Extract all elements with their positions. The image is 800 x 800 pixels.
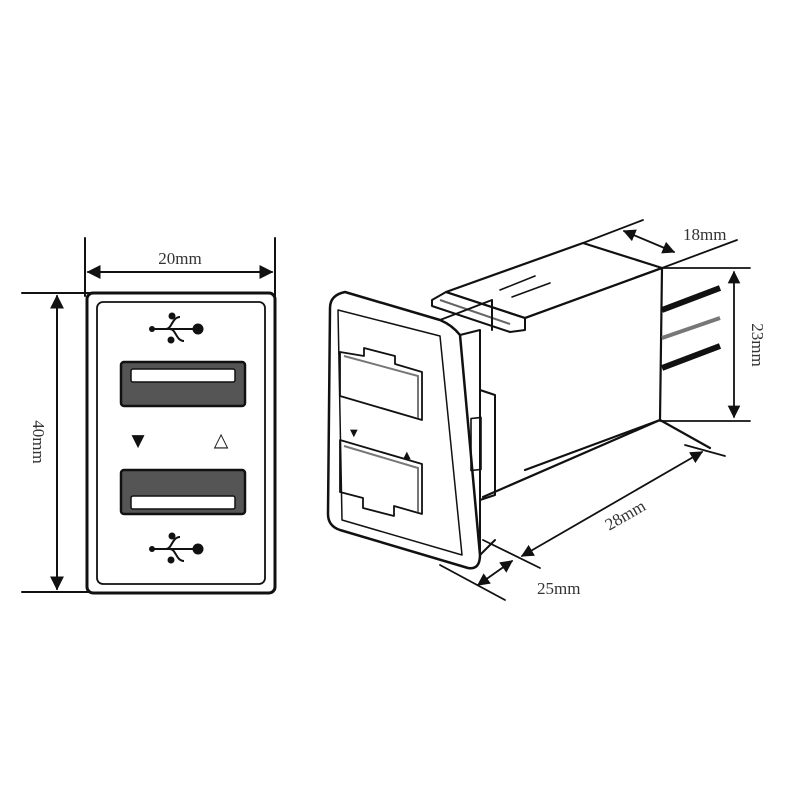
width-dimension: 20mm bbox=[84, 237, 276, 297]
iso-height-label: 23mm bbox=[748, 323, 767, 366]
usb-icon bbox=[148, 311, 205, 345]
up-arrow-icon: △ bbox=[214, 429, 229, 451]
front-view: 20mm 40mm ▼ △ bbox=[21, 237, 277, 595]
flange-label: 25mm bbox=[537, 579, 580, 598]
height-dimension: 40mm bbox=[21, 292, 91, 593]
length-label: 28mm bbox=[602, 496, 649, 534]
iso-port-top bbox=[339, 347, 423, 421]
usb-icon bbox=[148, 531, 205, 565]
iso-port-bottom bbox=[339, 439, 423, 517]
body-side-face bbox=[523, 266, 664, 472]
iso-down-arrow-icon: ▼ bbox=[350, 428, 358, 439]
usb-port-bottom bbox=[119, 468, 247, 516]
down-arrow-icon: ▼ bbox=[131, 431, 145, 451]
height-label: 40mm bbox=[29, 420, 48, 463]
usb-port-top bbox=[119, 360, 247, 408]
side-latch bbox=[470, 416, 482, 472]
top-clip bbox=[431, 291, 526, 333]
switch-face bbox=[96, 301, 266, 585]
flange-dimension: 25mm bbox=[439, 560, 580, 601]
width-label: 20mm bbox=[158, 249, 201, 268]
switch-housing bbox=[85, 291, 277, 595]
iso-height-dimension: 23mm bbox=[659, 267, 767, 422]
iso-up-arrow-icon: ▲ bbox=[403, 450, 411, 461]
depth-dimension: 18mm bbox=[582, 219, 738, 269]
isometric-view: ▼ ▲ 18mm 23mm 28mm bbox=[326, 219, 767, 601]
depth-label: 18mm bbox=[683, 225, 726, 244]
length-dimension: 28mm bbox=[482, 444, 726, 569]
